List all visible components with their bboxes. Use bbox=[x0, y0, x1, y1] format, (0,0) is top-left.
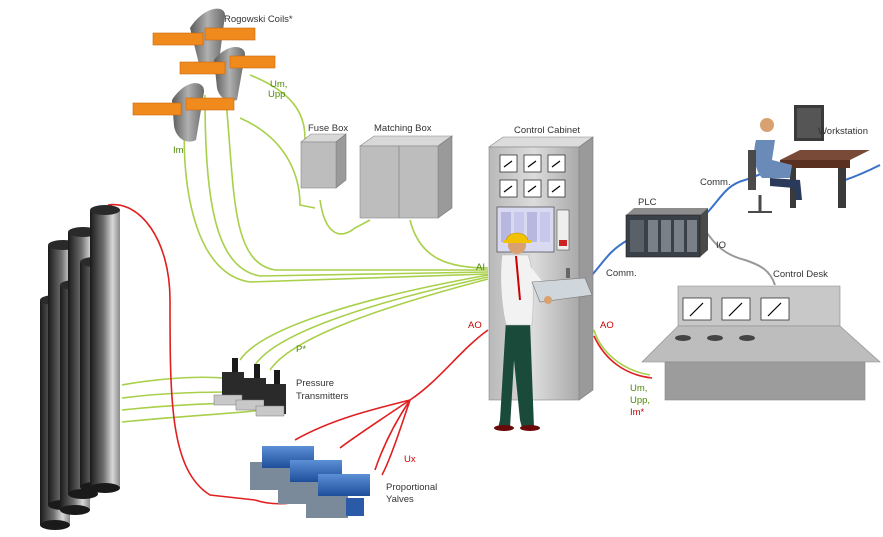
label-workstation: Workstation bbox=[818, 126, 868, 137]
label-upp-out: Upp, bbox=[630, 395, 650, 406]
diagram-labels: Rogowski Coils* Um, Upp Im Fuse Box Matc… bbox=[173, 14, 868, 505]
label-comm-mid: Comm. bbox=[606, 268, 637, 279]
label-im-out: Im* bbox=[630, 407, 645, 418]
label-ao-left: AO bbox=[468, 320, 482, 331]
label-io: IO bbox=[716, 240, 726, 251]
label-transmitters: Transmitters bbox=[296, 391, 349, 402]
plc-rack bbox=[625, 208, 708, 258]
label-ao-right: AO bbox=[600, 320, 614, 331]
io-wires bbox=[704, 229, 776, 286]
label-pressure: Pressure bbox=[296, 378, 334, 389]
workstation bbox=[748, 105, 870, 213]
label-upp-top: Upp bbox=[268, 89, 285, 100]
pressure-transmitters bbox=[213, 358, 286, 417]
label-control-desk: Control Desk bbox=[773, 269, 828, 280]
label-plc: PLC bbox=[638, 197, 657, 208]
label-comm-top: Comm. bbox=[700, 177, 731, 188]
label-ai: AI bbox=[476, 262, 485, 273]
hydraulic-cylinders bbox=[40, 205, 120, 530]
label-valves: Yalves bbox=[386, 494, 414, 505]
label-um-top: Um, bbox=[270, 79, 287, 90]
rogowski-coils bbox=[132, 8, 276, 142]
label-matching-box: Matching Box bbox=[374, 123, 432, 134]
label-ux: Ux bbox=[404, 454, 416, 465]
fuse-box bbox=[300, 133, 347, 189]
label-proportional: Proportional bbox=[386, 482, 437, 493]
label-im: Im bbox=[173, 145, 184, 156]
proportional-valves bbox=[250, 446, 370, 518]
label-um-out: Um, bbox=[630, 383, 647, 394]
label-fuse-box: Fuse Box bbox=[308, 123, 348, 134]
matching-box bbox=[359, 135, 453, 219]
operator-person bbox=[494, 232, 593, 431]
control-desk bbox=[641, 285, 881, 401]
label-p-star: P* bbox=[296, 344, 306, 355]
label-control-cabinet: Control Cabinet bbox=[514, 125, 580, 136]
label-rogowski-coils: Rogowski Coils* bbox=[224, 14, 293, 25]
